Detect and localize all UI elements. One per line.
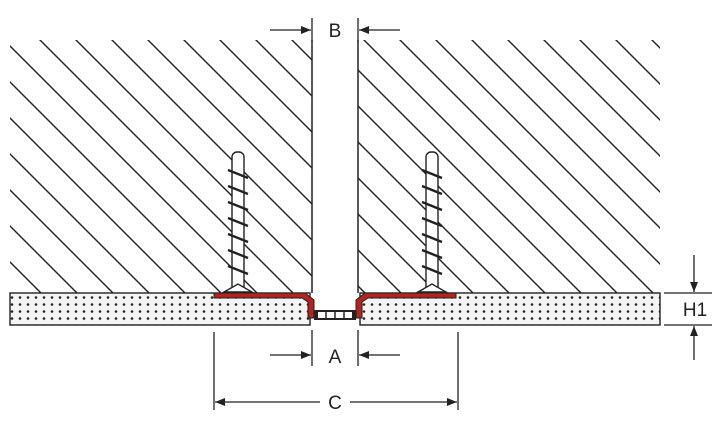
dimension-h1: H1 [664, 255, 712, 360]
dimension-h1-label: H1 [683, 300, 707, 321]
right-screw [415, 151, 449, 293]
dimension-a-label: A [329, 347, 342, 368]
joint-profile [213, 292, 457, 320]
profile-left-flange [213, 292, 315, 319]
right-structure-block [357, 40, 660, 293]
dimension-c: C [213, 332, 459, 414]
left-structure-block [10, 40, 313, 293]
dimension-b-label: B [329, 21, 342, 42]
dimension-b: B [270, 18, 400, 42]
profile-right-flange [355, 292, 457, 319]
left-screw [221, 151, 255, 293]
dimension-a: A [270, 330, 400, 368]
dimension-c-label: C [328, 393, 342, 414]
